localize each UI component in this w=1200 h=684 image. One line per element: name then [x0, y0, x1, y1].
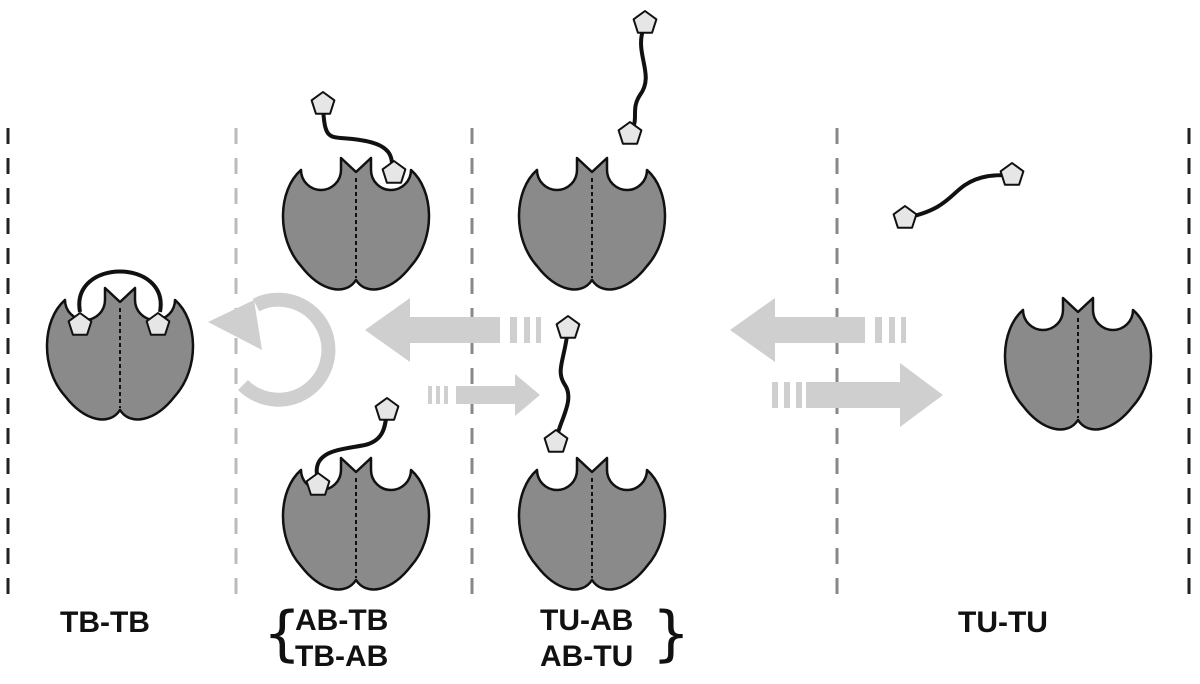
complex-ab-tu: [517, 315, 667, 591]
complex-ab-tb: [281, 91, 431, 291]
label-ab-tb: AB-TB: [295, 604, 389, 637]
arrow-left-upper-right: [730, 298, 906, 362]
arrow-right-lower-middle: [428, 374, 540, 416]
label-tb-ab: TB-AB: [295, 640, 389, 673]
label-tb-tb: TB-TB: [60, 606, 150, 639]
complex-tb-ab: [281, 397, 431, 591]
arrow-left-upper-middle: [365, 298, 541, 362]
label-tu-tu: TU-TU: [958, 606, 1048, 639]
complex-tu-tu: [892, 162, 1153, 431]
complex-tu-ab: [517, 10, 667, 291]
right-brace-icon: }: [652, 599, 691, 669]
circular-arrow-icon: [208, 292, 336, 407]
left-brace-icon: {: [263, 599, 302, 669]
label-tu-ab: TU-AB: [540, 604, 634, 637]
arrow-right-lower-right: [772, 363, 943, 427]
complex-tb-tb: [45, 269, 195, 421]
label-ab-tu: AB-TU: [540, 640, 634, 673]
